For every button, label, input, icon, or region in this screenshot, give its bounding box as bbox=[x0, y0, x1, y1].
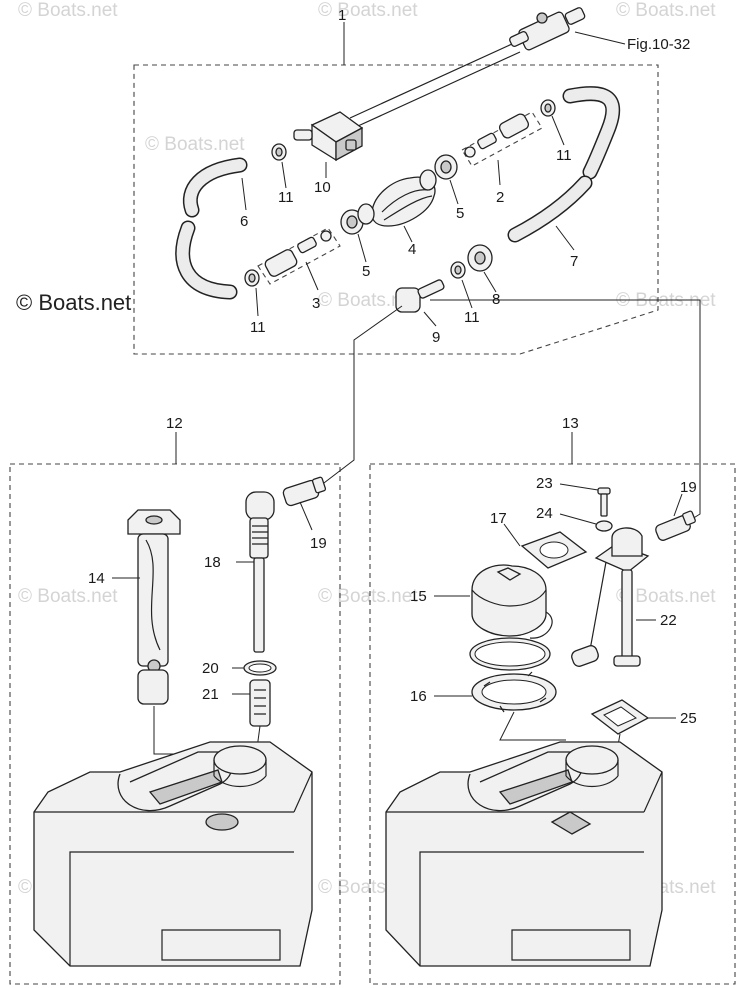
filter-block-10 bbox=[293, 111, 364, 162]
callout-6: 6 bbox=[240, 213, 248, 230]
callout-19: 19 bbox=[680, 479, 697, 496]
callout-22: 22 bbox=[660, 612, 677, 629]
screw-23 bbox=[597, 487, 611, 517]
watermark: © Boats.net bbox=[145, 134, 245, 155]
group-12-box bbox=[9, 463, 341, 985]
washer-24 bbox=[595, 520, 613, 532]
callout-11: 11 bbox=[250, 319, 266, 336]
callout-17: 17 bbox=[490, 510, 507, 527]
fuel-tank-assembly-13 bbox=[385, 483, 696, 967]
fuel-tank-left bbox=[33, 741, 313, 967]
fuel-tank-assembly-12 bbox=[33, 476, 327, 967]
figure-reference: Fig.10-32 bbox=[627, 36, 690, 53]
group-13-box bbox=[369, 463, 736, 985]
hose-line bbox=[349, 43, 513, 119]
callout-8: 8 bbox=[492, 291, 500, 308]
callout-7: 7 bbox=[570, 253, 578, 270]
tank-connector-9 bbox=[395, 279, 445, 313]
callout-11: 11 bbox=[556, 147, 572, 164]
callout-15: 15 bbox=[410, 588, 427, 605]
callout-18: 18 bbox=[204, 554, 221, 571]
callout-3: 3 bbox=[312, 295, 320, 312]
fuel-hose-assembly bbox=[175, 7, 701, 525]
connector-kit-3 bbox=[257, 227, 341, 285]
group-1-box bbox=[133, 64, 659, 355]
callout-10: 10 bbox=[314, 179, 331, 196]
gauge-sender-22 bbox=[571, 527, 650, 667]
callout-20: 20 bbox=[202, 660, 219, 677]
watermark: © Boats.net bbox=[616, 586, 716, 607]
watermark: © Boats.net bbox=[318, 586, 418, 607]
callout-5: 5 bbox=[456, 205, 464, 222]
callout-25: 25 bbox=[680, 710, 697, 727]
callout-13: 13 bbox=[562, 415, 579, 432]
callout-19: 19 bbox=[310, 535, 327, 552]
callout-24: 24 bbox=[536, 505, 553, 522]
callout-2: 2 bbox=[496, 189, 504, 206]
gasket-17 bbox=[520, 531, 588, 569]
connector-19 bbox=[655, 510, 696, 541]
fuel-gauge-14 bbox=[127, 509, 181, 705]
filler-cap-15 bbox=[469, 564, 553, 671]
callout-1: 1 bbox=[338, 7, 346, 24]
callout-23: 23 bbox=[536, 475, 553, 492]
callout-11: 11 bbox=[464, 309, 480, 326]
primer-bulb-4 bbox=[357, 169, 437, 227]
callout-5: 5 bbox=[362, 263, 370, 280]
callout-layer: 1 Fig.10-32 2 3 4 5 5 6 7 8 9 10 11 11 1… bbox=[88, 7, 697, 727]
gasket-25 bbox=[590, 699, 650, 735]
callout-12: 12 bbox=[166, 415, 183, 432]
callout-4: 4 bbox=[408, 241, 416, 258]
watermark: © Boats.net bbox=[616, 0, 716, 21]
callout-11: 11 bbox=[278, 189, 294, 206]
callout-9: 9 bbox=[432, 329, 440, 346]
connector-kit-2 bbox=[461, 111, 543, 167]
brand-label: © Boats.net bbox=[16, 290, 131, 315]
fuel-tank-right bbox=[385, 741, 663, 967]
connector-19 bbox=[282, 476, 327, 507]
leader-fig bbox=[574, 31, 626, 45]
watermark: © Boats.net bbox=[318, 290, 418, 311]
strainer-21 bbox=[249, 679, 271, 727]
fuel-pickup-18 bbox=[245, 491, 275, 653]
ring-16 bbox=[471, 671, 557, 713]
callout-16: 16 bbox=[410, 688, 427, 705]
callout-14: 14 bbox=[88, 570, 105, 587]
watermark: © Boats.net bbox=[18, 0, 118, 21]
callout-21: 21 bbox=[202, 686, 219, 703]
hose-clamp-11 bbox=[244, 99, 556, 287]
watermark: © Boats.net bbox=[318, 0, 418, 21]
watermark: © Boats.net bbox=[18, 586, 118, 607]
engine-connector bbox=[509, 7, 586, 51]
hose-line bbox=[357, 51, 521, 127]
